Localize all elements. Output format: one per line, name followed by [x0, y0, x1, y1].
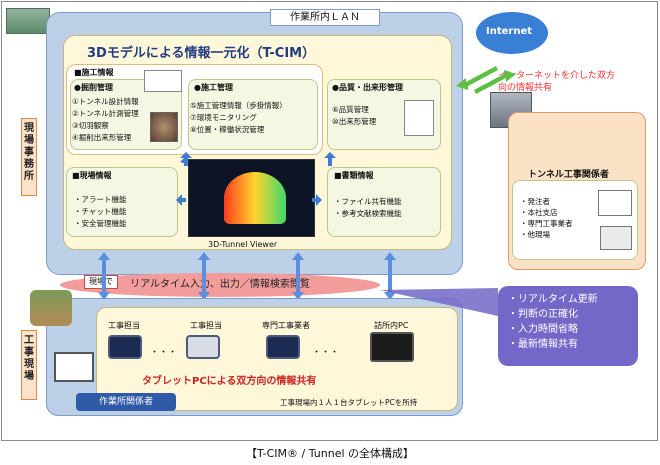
construction-mgmt-item: ⑧位置・稼働状況管理 — [190, 125, 265, 134]
tunnel-model-image — [224, 172, 286, 224]
arrow-left — [176, 194, 186, 206]
benefit-item: ・判断の正確化 — [508, 309, 578, 320]
quality-document-thumbnail — [404, 100, 434, 136]
arrow-up-left — [180, 152, 192, 166]
connection-arrows — [176, 152, 336, 206]
tablet-icon — [186, 335, 220, 359]
construction-site-label: 工事現場 — [21, 330, 37, 400]
double-arrow — [384, 252, 396, 300]
site-office-label: 現場事務所 — [21, 118, 37, 196]
ellipsis-text: ・・・ — [150, 348, 178, 358]
site-info-box — [66, 167, 178, 237]
external-chart-image — [598, 190, 632, 216]
internet-label: Internet — [486, 26, 533, 37]
tablet-note: 工事現場内１人１台タブレットPCを所持 — [280, 398, 418, 407]
excavation-item: ②トンネル計測管理 — [72, 109, 139, 118]
worker-label: 専門工事業者 — [262, 321, 310, 330]
double-arrow — [98, 252, 110, 300]
benefit-item: ・リアルタイム更新 — [508, 294, 598, 305]
tablet-icon — [266, 335, 300, 359]
excavation-title: ●掘削管理 — [74, 83, 113, 92]
internet-share-text: インターネットを介した双方向の情報共有 — [498, 71, 616, 93]
realtime-text: リアルタイム入力、出力／情報検索閲覧 — [130, 279, 310, 290]
tablet-share-text: タブレットPCによる双方向の情報共有 — [142, 376, 317, 387]
site-info-item: ・安全管理機能 — [74, 219, 127, 228]
arrow-right — [312, 194, 322, 206]
green-arrow — [456, 66, 498, 90]
excavation-item: ①トンネル設計情報 — [72, 97, 139, 106]
document-tablet-image — [54, 352, 94, 382]
benefit-item: ・入力時間省略 — [508, 324, 578, 335]
office-building-image — [6, 8, 50, 34]
ellipsis-text: ・・・ — [312, 348, 340, 358]
site-info-item: ・チャット機能 — [74, 207, 127, 216]
external-item: ・発注者 — [520, 197, 550, 206]
excavation-item: ④掘削出来形管理 — [72, 133, 132, 142]
benefits-box: ・リアルタイム更新 ・判断の正確化 ・入力時間省略 ・最新情報共有 — [498, 286, 638, 366]
document-info-item: ・ファイル共有機能 — [334, 197, 402, 206]
internet-cloud — [476, 12, 548, 54]
vertical-arrows — [98, 252, 396, 300]
green-arrow — [474, 70, 516, 94]
worker-label: 工事担当 — [108, 321, 140, 330]
construction-mgmt-box — [188, 79, 318, 150]
worker-label: 詰所内PC — [374, 321, 409, 330]
site-info-item: ・アラート機能 — [74, 195, 127, 204]
external-item: ・本社支店 — [520, 208, 558, 217]
double-arrow — [292, 252, 304, 300]
realtime-tag: 現場で — [84, 275, 118, 289]
tcim-title: 3Dモデルによる情報一元化（T-CIM） — [87, 46, 316, 61]
external-tablet-image — [600, 226, 632, 250]
document-info-item: ・参考文献検索機能 — [334, 209, 402, 218]
internet-arrows — [456, 66, 516, 94]
external-item: ・他現場 — [520, 230, 550, 239]
document-info-box — [327, 167, 441, 237]
viewer-label: 3D-Tunnel Viewer — [208, 240, 278, 249]
laptop-icon — [370, 332, 414, 362]
benefit-pointer — [380, 288, 498, 316]
site-info-title: ■現場情報 — [72, 171, 112, 180]
quality-item: ⑩出来形管理 — [332, 117, 377, 126]
arrow-up-right — [324, 152, 336, 166]
construction-mgmt-item: ⑦環境モニタリング — [190, 113, 257, 122]
excavation-chart-thumbnail — [144, 70, 182, 92]
external-title: トンネル工事関係者 — [528, 170, 609, 180]
worker-group-label: 作業所関係者 — [76, 393, 176, 411]
worker-label: 工事担当 — [190, 321, 222, 330]
document-info-title: ■書類情報 — [334, 171, 374, 180]
tablet-icon — [108, 335, 142, 359]
construction-info-header: ■施工情報 — [74, 68, 114, 77]
tunnel-site-image — [30, 290, 72, 326]
lan-title: 作業所内ＬＡＮ — [270, 9, 380, 26]
quality-item: ⑥品質管理 — [332, 105, 369, 114]
benefit-item: ・最新情報共有 — [508, 339, 578, 350]
external-item: ・専門工事業者 — [520, 219, 573, 228]
double-arrow — [198, 252, 210, 300]
excavation-item: ③切羽観察 — [72, 121, 109, 130]
construction-mgmt-title: ●施工管理 — [194, 83, 233, 92]
figure-caption: 【T-CIM® / Tunnel の全体構成】 — [245, 447, 415, 460]
construction-mgmt-item: ⑤施工管理情報（歩掛情報） — [190, 101, 287, 110]
face-photo-thumbnail — [150, 112, 178, 142]
quality-title: ●品質・出来形管理 — [332, 83, 403, 92]
